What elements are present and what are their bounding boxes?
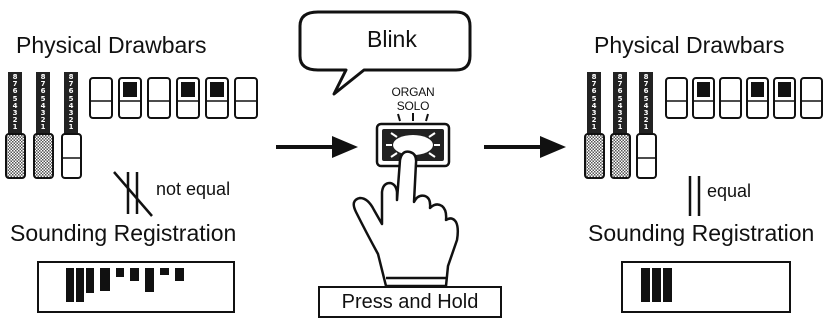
drawbar-scale-number: 2: [617, 116, 623, 125]
drawbar-scale-number: 4: [643, 101, 649, 110]
drawbar-scale-number: 5: [591, 94, 597, 103]
right-sounding-label: Sounding Registration: [588, 220, 815, 246]
drawbar-scale-number: 5: [68, 94, 74, 103]
drawbar-scale-number: 2: [643, 116, 649, 125]
drawbar-scale-number: 3: [643, 109, 649, 117]
action-label: Press and Hold: [318, 286, 502, 318]
drawbar-scale-number: 4: [68, 101, 74, 110]
drawbar-scale-number: 5: [617, 94, 623, 103]
drawbar-scale-number: 2: [40, 116, 46, 125]
drawbar-scale-number: 6: [12, 87, 18, 96]
drawbar: [692, 77, 715, 119]
left-physical-drawbars: [5, 72, 258, 179]
right-relation-label: equal: [707, 181, 752, 201]
drawbar-scale-number: 6: [591, 87, 597, 96]
drawbar: [610, 72, 631, 179]
drawbar-scale-number: 7: [617, 80, 623, 89]
button-label-line1: ORGAN: [391, 85, 435, 99]
arrow-center-to-right: [484, 136, 566, 158]
drawbar-scale-number: 6: [617, 87, 623, 96]
drawbar-scale-number: 3: [617, 109, 623, 117]
drawbar-scale-number: 4: [591, 101, 597, 110]
drawbar-scale-number: 7: [40, 80, 46, 89]
drawbar: [147, 77, 171, 119]
drawbar-scale-number: 3: [591, 109, 597, 117]
right-heading: Physical Drawbars: [594, 32, 785, 58]
drawbar-scale-number: 4: [12, 101, 18, 110]
left-relation-label: not equal: [156, 179, 231, 199]
drawbar: [5, 72, 26, 179]
right-physical-drawbars: [584, 72, 823, 179]
pressing-hand-icon: [352, 150, 460, 288]
left-registration-display: [37, 261, 235, 313]
drawbar-scale-number: 5: [12, 94, 18, 103]
drawbar-scale-number: 1: [68, 123, 74, 132]
drawbar-scale-number: 1: [40, 123, 46, 132]
drawbar: [719, 77, 742, 119]
drawbar-scale-number: 8: [12, 73, 18, 81]
drawbar-scale-number: 7: [12, 80, 18, 89]
drawbar: [205, 77, 229, 119]
drawbar-scale-number: 4: [617, 101, 623, 110]
drawbar-scale-number: 7: [591, 80, 597, 89]
drawbar-scale-number: 1: [12, 123, 18, 132]
blink-callout: [298, 10, 472, 96]
drawbar: [773, 77, 796, 119]
drawbar-scale-number: 5: [643, 94, 649, 103]
drawbar-scale-number: 3: [68, 109, 74, 117]
drawbar-scale-number: 8: [68, 73, 74, 81]
drawbar-scale-number: 4: [40, 101, 46, 110]
drawbar: [33, 72, 54, 179]
drawbar: [89, 77, 113, 119]
drawbar-scale-number: 8: [40, 73, 46, 81]
drawbar-scale-number: 8: [617, 73, 623, 81]
drawbar: [636, 72, 657, 179]
left-sounding-label: Sounding Registration: [10, 220, 237, 246]
drawbar-scale-number: 3: [12, 109, 18, 117]
drawbar-scale-number: 8: [591, 73, 597, 81]
drawbar-scale-number: 2: [12, 116, 18, 125]
drawbar: [118, 77, 142, 119]
drawbar: [61, 72, 82, 179]
drawbar-scale-number: 5: [40, 94, 46, 103]
callout-text: Blink: [367, 26, 417, 52]
drawbar-scale-number: 1: [617, 123, 623, 132]
drawbar-scale-number: 1: [643, 123, 649, 132]
drawbar-scale-number: 2: [68, 116, 74, 125]
right-registration-display: [621, 261, 791, 313]
equal-sign: [688, 176, 701, 216]
drawbar-scale-number: 7: [643, 80, 649, 89]
arrow-left-to-center: [276, 136, 358, 158]
drawbar-scale-number: 2: [591, 116, 597, 125]
drawbar: [800, 77, 823, 119]
organ-solo-button: [375, 113, 451, 168]
button-label-line2: SOLO: [396, 99, 430, 113]
drawbar: [234, 77, 258, 119]
drawbar-scale-number: 3: [40, 109, 46, 117]
drawbar: [746, 77, 769, 119]
left-heading: Physical Drawbars: [16, 32, 207, 58]
drawbar-scale-number: 7: [68, 80, 74, 89]
drawbar-scale-number: 8: [643, 73, 649, 81]
not-equal-sign: [113, 171, 153, 217]
drawbar-scale-number: 1: [591, 123, 597, 132]
drawbar-scale-number: 6: [40, 87, 46, 96]
drawbar: [176, 77, 200, 119]
drawbar: [584, 72, 605, 179]
drawbar-scale-number: 6: [643, 87, 649, 96]
drawbar: [665, 77, 688, 119]
drawbar-scale-number: 6: [68, 87, 74, 96]
